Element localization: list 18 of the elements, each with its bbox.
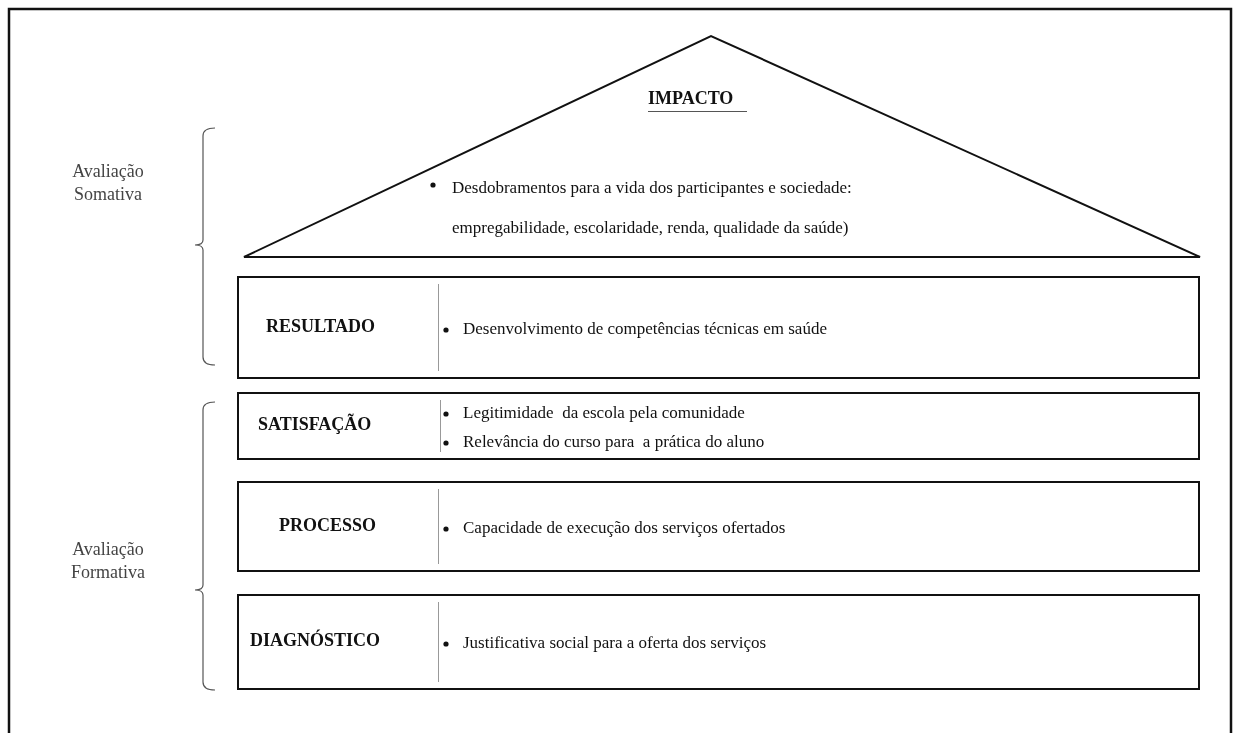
bullet-text: Desenvolvimento de competências técnicas em saúde [463,318,827,339]
heading: RESULTADO [266,315,376,337]
heading: DIAGNÓSTICO [250,630,381,652]
bullet-text: Justificativa social para a oferta dos serviços [463,633,767,654]
bullet-text: Desdobramentos para a vida dos participantes e sociedade: empregabilidade, escolaridade, renda, qualidade da saúde) [452,177,853,239]
layer-box [237,276,1200,379]
bullet-text: Capacidade de execução dos serviços ofertados [463,517,786,538]
heading: SATISFAÇÃO [258,414,372,436]
layer-box [237,392,1200,460]
evaluation-label: Avaliação Somativa [71,160,145,205]
heading: PROCESSO [279,514,377,536]
heading: IMPACTO [648,88,748,112]
layer-box [237,481,1200,572]
bullet-text: Legitimidade da escola pela comunidade [463,402,745,423]
evaluation-label: Avaliação Formativa [70,538,146,583]
roof-triangle [244,36,1200,257]
layer-box [237,594,1200,690]
bullet-text: Relevância do curso para a prática do aluno [463,431,765,452]
